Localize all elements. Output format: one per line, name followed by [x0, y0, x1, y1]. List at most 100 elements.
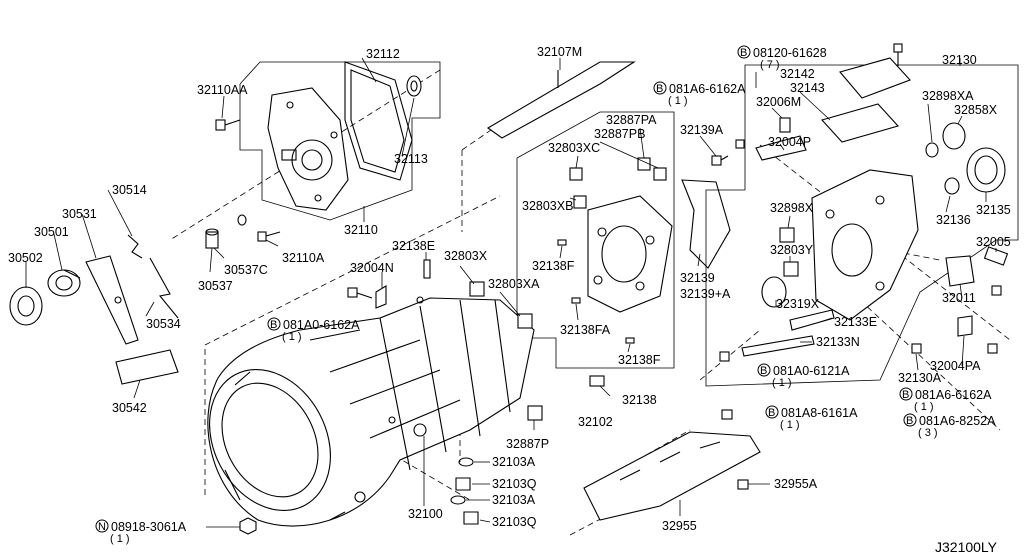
ref-code: 081A0-6121A	[773, 364, 850, 378]
baffle-32107M	[486, 61, 636, 139]
callout-32103A-upper: 32103A	[492, 455, 536, 469]
ref-prefix: B	[656, 83, 663, 95]
ref-qty: ( 1 )	[914, 401, 934, 413]
cover-32142-32143	[820, 57, 911, 143]
callout-32133E: 32133E	[834, 315, 877, 329]
callout-32110A: 32110A	[282, 251, 325, 265]
callout-32803Y: 32803Y	[770, 243, 814, 257]
callout-32138F-upper: 32138F	[532, 259, 575, 273]
callout-32138E: 32138E	[392, 239, 435, 253]
spring-30534	[149, 257, 179, 319]
callout-30542: 30542	[112, 401, 147, 415]
ref-code: 081A6-8252A	[919, 414, 996, 428]
callout-30537C: 30537C	[224, 263, 268, 277]
callout-32130: 32130	[942, 53, 977, 67]
nut-08918-3061A	[239, 517, 257, 535]
bushings-32898X-32803Y-32319X	[761, 227, 799, 308]
callout-30514: 30514	[112, 183, 147, 197]
callout-32102: 32102	[578, 415, 613, 429]
callout-32138: 32138	[622, 393, 657, 407]
ref-callout-081A0-6121A: B 081A0-6121A ( 1 )	[757, 363, 850, 389]
gasket-32139	[681, 155, 731, 269]
bracket-32011	[945, 255, 975, 287]
bushings-32803X-XA	[469, 281, 543, 421]
drain-plugs	[450, 457, 479, 525]
callout-32107M: 32107M	[537, 45, 582, 59]
ref-callout-08120-61628: B 08120-61628 ( 7 )	[737, 45, 827, 71]
callout-32110AA: 32110AA	[197, 83, 248, 97]
callout-32110: 32110	[344, 223, 378, 237]
bearing-32887PA-PB-XC-XB	[569, 157, 667, 209]
bolt-32110A	[257, 231, 281, 242]
callout-32004P: 32004P	[768, 135, 811, 149]
under-cover-32955	[583, 409, 761, 521]
callout-32139-plus-A: 32139+A	[680, 287, 731, 301]
callout-32955A: 32955A	[774, 477, 818, 491]
gasket-32112	[344, 61, 413, 181]
bearing-30501	[47, 269, 81, 297]
callout-32138F-lower: 32138F	[618, 353, 661, 367]
callout-32133N: 32133N	[816, 335, 860, 349]
pin-32138E	[423, 259, 431, 279]
bolt-32110AA	[215, 119, 241, 131]
plate-32102	[589, 375, 605, 387]
ref-prefix: N	[98, 521, 106, 533]
ref-qty: ( 3 )	[918, 427, 938, 439]
callout-32319X: 32319X	[776, 297, 820, 311]
leader-lines	[25, 57, 997, 523]
callout-32887PA: 32887PA	[606, 113, 657, 127]
washer-30537C	[237, 214, 247, 226]
callout-32135: 32135	[976, 203, 1011, 217]
ref-prefix: B	[768, 407, 775, 419]
callout-32113: 32113	[394, 152, 428, 166]
callout-32143: 32143	[790, 81, 825, 95]
callout-32803XC: 32803XC	[548, 141, 600, 155]
ref-prefix: B	[760, 365, 767, 377]
ref-qty: ( 1 )	[282, 331, 302, 343]
ref-callout-08918-3061A: N 08918-3061A ( 1 )	[95, 519, 240, 545]
ref-callout-081A6-8252A: B 081A6-8252A ( 3 )	[903, 413, 996, 439]
fork-30531	[85, 255, 139, 345]
callout-32803XB: 32803XB	[522, 199, 573, 213]
callout-30537: 30537	[198, 279, 233, 293]
seals-32898XA-32858X-32135-32136	[925, 122, 1006, 195]
bracket-32004PA	[957, 315, 973, 337]
pins-32138F	[557, 239, 635, 344]
spring-30514	[127, 234, 143, 259]
ref-code: 081A8-6161A	[781, 406, 858, 420]
boot-30542	[115, 349, 179, 385]
callout-32136: 32136	[936, 213, 971, 227]
bolt-081A0-6162A	[347, 287, 373, 299]
bracket-32004N	[375, 285, 387, 309]
levers-32133E-32133N	[719, 309, 835, 362]
ref-prefix: B	[740, 47, 747, 59]
callout-32898X: 32898X	[770, 201, 814, 215]
pivot-30537	[205, 228, 219, 249]
switch-32006M	[779, 117, 791, 133]
ref-callout-081A8-6161A: B 081A8-6161A ( 1 )	[765, 405, 858, 431]
callout-32112: 32112	[366, 47, 400, 61]
callout-32004N: 32004N	[350, 261, 394, 275]
ref-callout-081A6-6162A-upper: B 081A6-6162A ( 1 )	[653, 81, 746, 107]
callout-32858X: 32858X	[954, 103, 998, 117]
ref-prefix: B	[902, 389, 909, 401]
callout-30531: 30531	[62, 207, 97, 221]
ref-qty: ( 7 )	[760, 59, 780, 71]
seal-30502	[9, 286, 43, 326]
ref-qty: ( 1 )	[668, 95, 688, 107]
adapter-plate-32138	[587, 195, 673, 313]
callout-32004PA: 32004PA	[930, 359, 981, 373]
front-cover-32110	[267, 87, 349, 211]
bolts-32130A-081A6	[911, 285, 1002, 354]
bolt-08120-61628	[893, 43, 903, 66]
ref-prefix: B	[270, 319, 277, 331]
callout-30534: 30534	[146, 317, 181, 331]
callout-labels: 32112 32110AA 32113 32110 32110A 30514 3…	[8, 45, 1011, 533]
callout-32142: 32142	[780, 67, 815, 81]
callout-32103Q-upper: 32103Q	[492, 477, 537, 491]
callout-32803XA: 32803XA	[488, 277, 540, 291]
group-outline-32110	[239, 61, 441, 221]
ref-qty: ( 1 )	[772, 377, 792, 389]
